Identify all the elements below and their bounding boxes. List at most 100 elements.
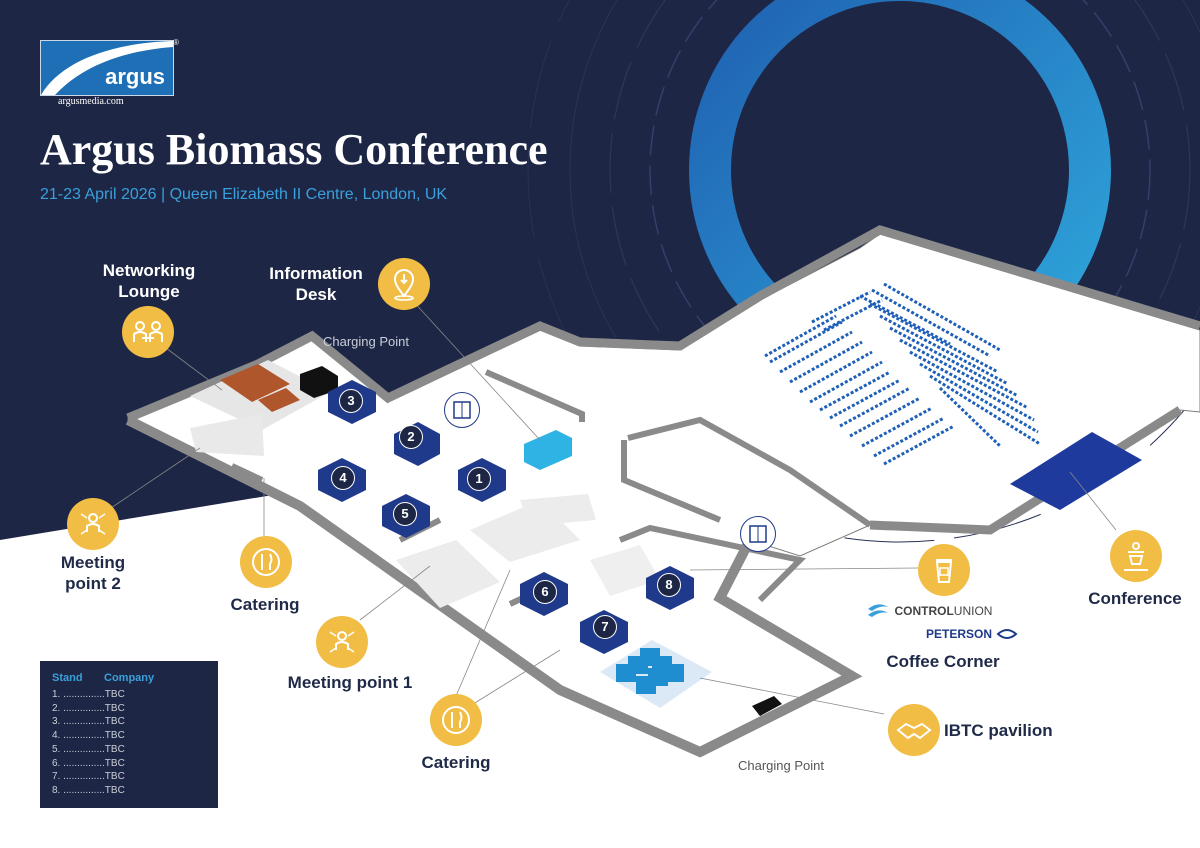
meeting-point-2-label: Meeting point 2 <box>60 553 126 593</box>
coffee-corner-label: Coffee Corner <box>886 652 1000 671</box>
control-union-word-a: CONTROL <box>894 604 954 619</box>
lounge-furniture <box>220 364 290 402</box>
legend-row-stand: 2. ............... <box>52 702 105 714</box>
argus-logo[interactable]: argus <box>40 40 174 96</box>
event-subtitle: 21-23 April 2026 | Queen Elizabeth II Ce… <box>40 186 448 203</box>
control-union-swirl-icon <box>868 604 888 617</box>
interior-wall-4 <box>618 524 807 603</box>
peterson-wave-icon <box>996 628 1018 639</box>
legend-row-stand: 5. ............... <box>52 743 105 755</box>
legend-row-company: TBC <box>104 716 125 728</box>
stand-5-badge[interactable]: 5 <box>393 502 417 526</box>
speaker-podium-icon <box>1124 542 1148 571</box>
interior-wall-3 <box>621 440 722 523</box>
elevator-marker-1[interactable] <box>444 392 480 428</box>
fork-knife-icon <box>442 706 470 734</box>
logo-url[interactable]: argusmedia.com <box>58 96 124 107</box>
charging-point-bottom-label: Charging Point <box>738 758 824 773</box>
legend-row: 3. ...............TBC <box>52 716 125 727</box>
page-title: Argus Biomass Conference <box>40 125 548 174</box>
coffee-cup-icon <box>935 559 953 583</box>
legend-row: 2. ...............TBC <box>52 703 125 714</box>
conference-marker[interactable] <box>1110 530 1162 582</box>
charging-point-top-unit <box>300 366 338 398</box>
lounge-seating <box>258 388 300 412</box>
legend-row-company: TBC <box>104 771 125 783</box>
meeting-point-2-marker[interactable] <box>67 498 119 550</box>
stand-3-badge[interactable]: 3 <box>339 389 363 413</box>
stand-4-badge[interactable]: 4 <box>331 466 355 490</box>
catering-bottom-label: Catering <box>421 753 491 772</box>
networking-lounge-label: Networking Lounge <box>102 261 196 301</box>
registered-mark: ® <box>173 38 179 47</box>
conference-stage <box>1010 432 1142 510</box>
legend-row-company: TBC <box>104 689 125 700</box>
stand-7-badge[interactable]: 7 <box>593 615 617 639</box>
information-desk-marker[interactable] <box>378 258 430 310</box>
interior-wall-1 <box>484 369 585 422</box>
peterson-logo: PETERSON <box>926 625 1018 643</box>
handshake-icon <box>896 722 932 740</box>
legend-row: 1. ...............TBC <box>52 689 125 700</box>
legend-row-company: TBC <box>104 702 125 714</box>
charging-point-bottom-unit <box>752 696 782 716</box>
control-union-logo: CONTROLUNION <box>866 601 992 621</box>
ibtc-pavilion-label: IBTC pavilion <box>944 721 1053 740</box>
people-network-icon <box>329 631 355 653</box>
legend-header-stand: Stand <box>52 672 83 684</box>
peterson-word: PETERSON <box>926 627 993 641</box>
legend-row-company: TBC <box>104 784 125 796</box>
legend-row-company: TBC <box>104 730 125 742</box>
people-meeting-icon <box>133 321 163 342</box>
ibtc-pavilion-blocks <box>616 648 684 694</box>
catering-left-label: Catering <box>230 595 300 614</box>
catering-left-marker[interactable] <box>240 536 292 588</box>
interior-wall-2 <box>627 416 872 528</box>
logo-swoosh-icon <box>41 41 173 95</box>
legend-row-stand: 8. ............... <box>52 784 105 796</box>
stand-6-badge[interactable]: 6 <box>533 580 557 604</box>
control-union-word-b: UNION <box>953 604 993 619</box>
legend-row: 7. ...............TBC <box>52 771 125 782</box>
meeting-point-1-marker[interactable] <box>316 616 368 668</box>
stand-1-badge[interactable]: 1 <box>467 467 491 491</box>
interior-wall-7 <box>230 463 264 483</box>
coffee-zone <box>590 545 660 596</box>
people-network-icon <box>80 513 106 535</box>
legend-row-stand: 7. ............... <box>52 771 105 783</box>
legend-row-stand: 6. ............... <box>52 757 105 769</box>
legend-row: 4. ...............TBC <box>52 730 125 741</box>
meeting-point-1-zone <box>396 540 500 608</box>
catering-bottom-marker[interactable] <box>430 694 482 746</box>
legend-row: 5. ...............TBC <box>52 744 125 755</box>
legend-row-company: TBC <box>104 757 125 769</box>
elevator-icon <box>749 525 767 543</box>
legend-row-stand: 3. ............... <box>52 716 105 728</box>
logo-wordmark: argus <box>105 64 165 89</box>
floor-plan <box>107 225 1200 758</box>
meeting-point-2-zone <box>190 414 264 456</box>
legend-row-company: TBC <box>104 743 125 755</box>
information-desk <box>524 430 572 470</box>
conference-label: Conference <box>1088 589 1182 608</box>
outer-wall-bottom <box>125 415 863 758</box>
networking-lounge-marker[interactable] <box>122 306 174 358</box>
elevator-marker-2[interactable] <box>740 516 776 552</box>
catering-zone <box>520 494 596 526</box>
legend-row: 8. ...............TBC <box>52 785 125 796</box>
legend-row-stand: 1. ............... <box>52 689 105 700</box>
stand-2-badge[interactable]: 2 <box>399 425 423 449</box>
outer-wall <box>126 225 1200 423</box>
stand-8-badge[interactable]: 8 <box>657 573 681 597</box>
legend-header-company: Company <box>104 672 155 684</box>
coffee-corner-marker[interactable] <box>918 544 970 596</box>
conference-seating <box>764 282 1041 466</box>
fork-knife-icon <box>252 548 280 576</box>
legend-row: 6. ...............TBC <box>52 758 125 769</box>
meeting-point-1-label: Meeting point 1 <box>287 673 413 692</box>
ibtc-pavilion-marker[interactable] <box>888 704 940 756</box>
info-pin-icon <box>393 269 415 301</box>
information-desk-label: Information Desk <box>269 264 363 304</box>
